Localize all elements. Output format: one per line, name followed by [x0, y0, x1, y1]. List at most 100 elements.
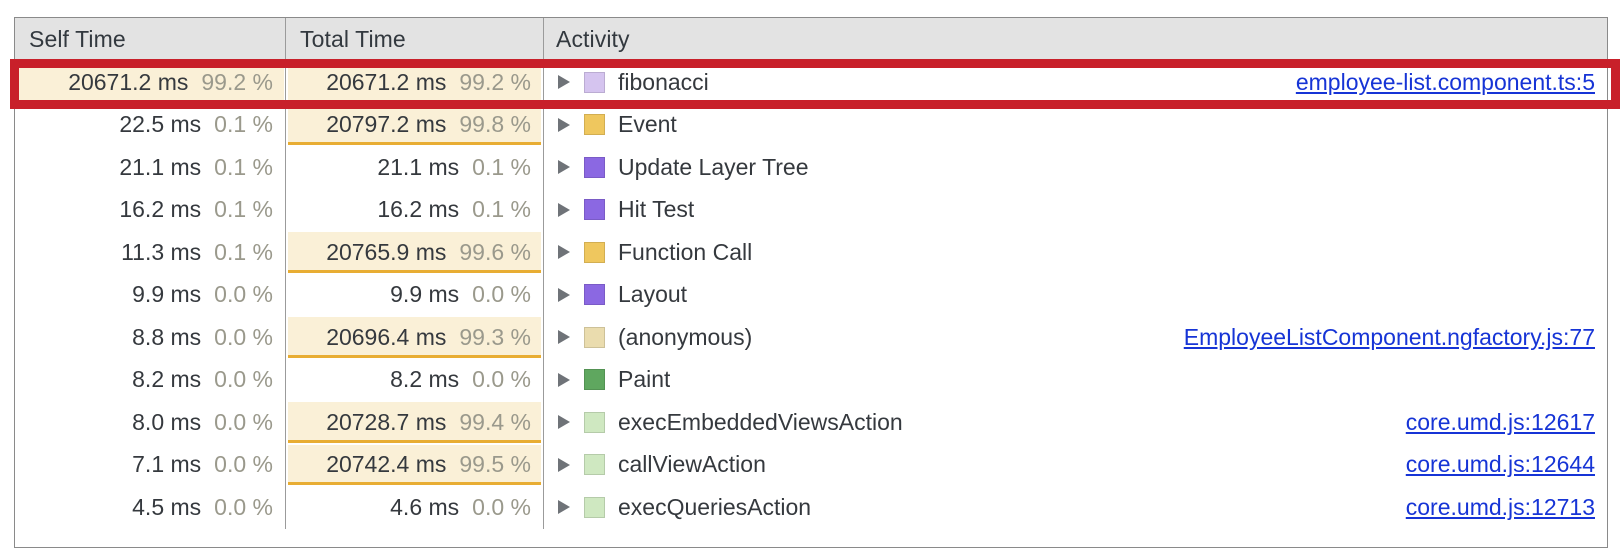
column-header-total-time[interactable]: Total Time [286, 18, 544, 60]
self-time-percent: 0.0 % [214, 451, 273, 478]
expand-triangle-icon[interactable] [555, 328, 573, 346]
activity-color-swatch-painting-light-green [584, 411, 605, 433]
self-time-duration-bar [19, 62, 284, 103]
source-location-link[interactable]: core.umd.js:12617 [1405, 408, 1595, 435]
expand-triangle-icon[interactable] [555, 413, 573, 431]
cell-self-time[interactable]: 8.0 ms 0.0 % [15, 401, 286, 444]
self-time-ms: 16.2 ms [119, 196, 202, 223]
expand-triangle-icon[interactable] [555, 371, 573, 389]
activity-color-swatch-scripting-yellow [584, 241, 605, 263]
self-time-percent: 0.1 % [214, 196, 273, 223]
activity-color-swatch-rendering-purple [584, 284, 605, 306]
source-location-link[interactable]: EmployeeListComponent.ngfactory.js:77 [1183, 323, 1595, 350]
expand-triangle-icon[interactable] [555, 286, 573, 304]
total-time-percent: 0.1 % [472, 196, 531, 223]
self-time-ms: 8.0 ms [132, 408, 202, 435]
cell-activity[interactable]: Update Layer Tree [544, 146, 1607, 189]
cell-activity[interactable]: Layout [544, 274, 1607, 317]
total-time-ms: 20728.7 ms [326, 408, 447, 435]
column-header-activity-label: Activity [556, 25, 630, 52]
activity-name-label: (anonymous) [618, 323, 753, 350]
expand-triangle-icon[interactable] [555, 243, 573, 261]
cell-activity[interactable]: Function Call [544, 231, 1607, 274]
self-time-ms: 8.2 ms [132, 366, 202, 393]
activity-name-label: Layout [618, 281, 688, 308]
total-time-percent: 0.1 % [472, 153, 531, 180]
expand-triangle-icon[interactable] [555, 498, 573, 516]
total-time-duration-bar [288, 317, 541, 358]
cell-activity[interactable]: (anonymous) EmployeeListComponent.ngfacto… [544, 316, 1607, 359]
activity-name-label: Update Layer Tree [618, 153, 809, 180]
expand-triangle-icon[interactable] [555, 73, 573, 91]
source-location-link[interactable]: employee-list.component.ts:5 [1295, 68, 1595, 95]
self-time-ms: 21.1 ms [119, 153, 202, 180]
total-time-ms: 8.2 ms [390, 366, 460, 393]
total-time-percent: 99.2 % [459, 68, 531, 95]
self-time-percent: 0.0 % [214, 366, 273, 393]
cell-self-time[interactable]: 16.2 ms 0.1 % [15, 188, 286, 231]
activity-name-label: fibonacci [618, 68, 709, 95]
self-time-percent: 0.1 % [214, 111, 273, 138]
self-time-ms: 8.8 ms [132, 323, 202, 350]
source-location-link[interactable]: core.umd.js:12644 [1405, 451, 1595, 478]
activity-color-swatch-painting-light-green [584, 496, 605, 518]
cell-activity[interactable]: Event [544, 104, 1607, 147]
expand-triangle-icon[interactable] [555, 116, 573, 134]
column-header-self-time[interactable]: Self Time [15, 18, 286, 60]
total-time-percent: 99.5 % [459, 451, 531, 478]
cell-activity[interactable]: callViewAction core.umd.js:12644 [544, 444, 1607, 487]
total-time-ms: 20696.4 ms [326, 323, 447, 350]
cell-activity[interactable]: fibonacci employee-list.component.ts:5 [544, 61, 1607, 104]
expand-triangle-icon[interactable] [555, 456, 573, 474]
cell-activity[interactable]: Paint [544, 359, 1607, 402]
cell-activity[interactable]: Hit Test [544, 189, 1607, 232]
activity-name-label: Function Call [618, 238, 753, 265]
activity-name-label: Event [618, 111, 677, 138]
activity-name-label: callViewAction [618, 451, 766, 478]
expand-triangle-icon[interactable] [555, 201, 573, 219]
column-header-self-time-label: Self Time [29, 25, 126, 52]
activity-color-swatch-scripting-light-purple [584, 71, 605, 93]
expand-triangle-icon[interactable] [555, 158, 573, 176]
activity-color-swatch-rendering-purple [584, 199, 605, 221]
self-time-ms: 11.3 ms [121, 238, 202, 265]
cell-self-time[interactable]: 8.2 ms 0.0 % [15, 358, 286, 401]
self-time-ms: 9.9 ms [132, 281, 202, 308]
column-header-activity[interactable]: Activity [544, 18, 1607, 60]
self-time-percent: 0.0 % [214, 408, 273, 435]
source-location-link[interactable]: core.umd.js:12713 [1405, 493, 1595, 520]
